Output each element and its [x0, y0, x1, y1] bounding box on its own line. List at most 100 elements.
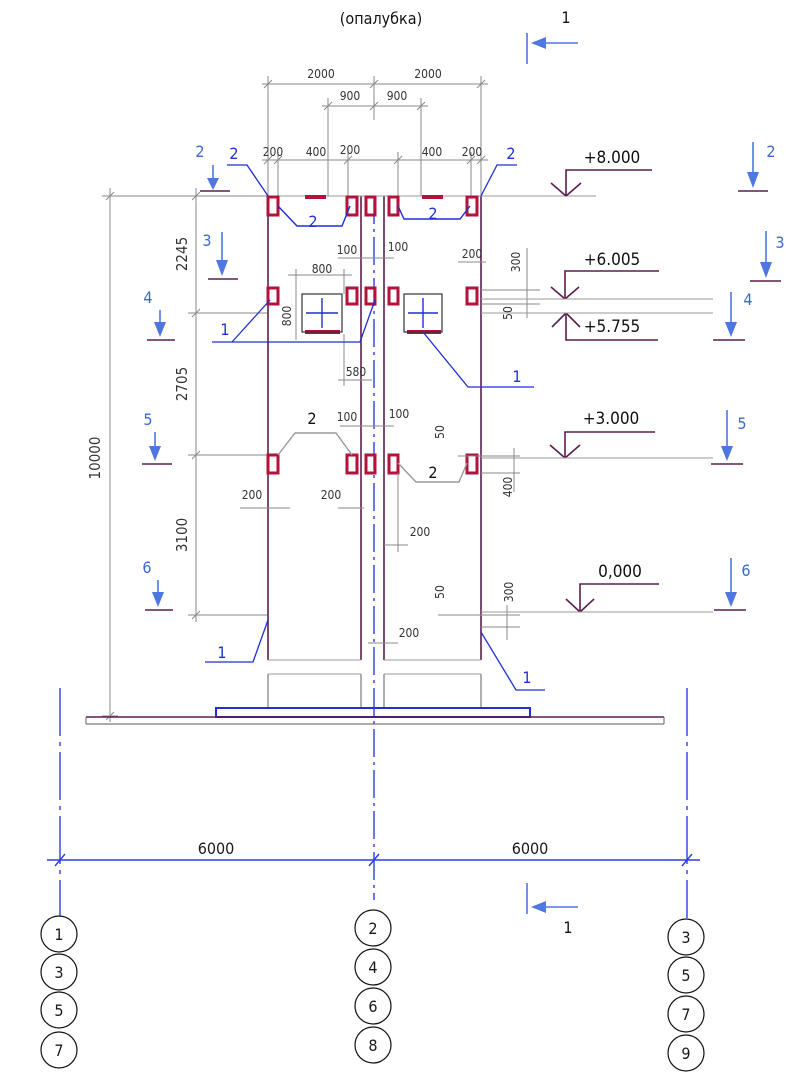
wall-structure: [85, 195, 665, 725]
axis-left-7: 7: [54, 1041, 63, 1060]
section-cut-right-5-label: 5: [737, 414, 746, 433]
dim-100-b: 100: [388, 240, 409, 254]
elevation-8000: +8.000: [550, 148, 652, 197]
axis-center-4: 4: [368, 958, 377, 977]
dim-top-left-2000: 2000: [307, 67, 335, 81]
dim-top-right-900: 900: [387, 89, 408, 103]
section-cut-right-2: 2: [738, 142, 776, 192]
dim-800-vertical: 800: [280, 306, 294, 327]
elevation-5755-label: +5.755: [584, 317, 641, 337]
section-cut-left-2-label: 2: [195, 142, 204, 161]
dim-bottom-right-6000: 6000: [512, 839, 549, 858]
dim-left-10000: 10000: [86, 437, 104, 480]
elevation-6005-label: +6.005: [584, 250, 641, 270]
elevation-markers: +8.000 +6.005 +5.755 +3.000 0,0: [481, 148, 713, 613]
elevation-3000: +3.000: [481, 409, 713, 459]
left-dimensions: 10000 2245 2705 3100: [86, 188, 268, 722]
dim-top-col-400-b: 400: [422, 145, 443, 159]
section-cut-right-2-label: 2: [766, 142, 775, 161]
axis-left-5: 5: [54, 1001, 63, 1020]
section-cuts-left: 2 3 4 5 6: [142, 142, 238, 611]
bottom-dimensions: 6000 6000: [47, 839, 700, 867]
mark-1-bottom-right: 1: [522, 668, 531, 687]
section-cut-right-6-label: 6: [741, 561, 750, 580]
axis-right-7: 7: [681, 1005, 690, 1024]
section-cut-left-3-label: 3: [202, 231, 211, 250]
section-cut-left-6-label: 6: [142, 558, 151, 577]
small-dimensions: 800 800 100 100 200 300 50 580 100 100 5…: [240, 240, 540, 644]
mark-labels: 2 2 2 2 1 1 2 2 1 1: [205, 144, 545, 691]
mark-1-left-upper: 1: [220, 320, 229, 339]
section-cut-right-5: 5: [711, 410, 747, 465]
axis-center-2: 2: [368, 919, 377, 938]
axis-right-5: 5: [681, 966, 690, 985]
mark-1-bottom-left: 1: [217, 643, 226, 662]
section-cut-right-3: 3: [750, 231, 785, 282]
dim-200-lower-b: 200: [321, 488, 342, 502]
dim-300-upper: 300: [509, 252, 523, 273]
axis-bubbles-left: 1 3 5 7: [40, 915, 78, 1069]
dim-top-right-2000: 2000: [414, 67, 442, 81]
section-mark-top: 1: [526, 8, 578, 64]
mark-2-top-far-left: 2: [229, 144, 238, 163]
axis-right-3: 3: [681, 928, 690, 947]
section-cut-right-3-label: 3: [775, 233, 784, 252]
section-mark-top-label: 1: [561, 8, 570, 27]
dim-200-upper-right: 200: [462, 247, 483, 261]
dim-50-lower: 50: [433, 585, 447, 599]
dim-top-col-400-a: 400: [306, 145, 327, 159]
dim-100-a: 100: [337, 243, 358, 257]
elevation-5755: +5.755: [481, 312, 713, 341]
dim-bottom-left-6000: 6000: [198, 839, 235, 858]
section-cut-left-4: 4: [143, 288, 175, 341]
section-cut-right-6: 6: [714, 558, 751, 611]
dim-top-col-200-a: 200: [263, 145, 284, 159]
axis-right-9: 9: [681, 1044, 690, 1063]
dim-200-lower-c: 200: [410, 525, 431, 539]
dim-top-col-200-c: 200: [462, 145, 483, 159]
drawing-title: (опалубка): [340, 9, 422, 28]
mark-2-top-right: 2: [428, 204, 437, 223]
dim-left-2705: 2705: [173, 367, 191, 401]
top-dimensions: 2000 2000 900 900 200 400 200 400 200: [262, 67, 488, 196]
bracket-shapes: [277, 205, 471, 483]
section-cut-left-5-label: 5: [143, 410, 152, 429]
axis-bubbles-center: 2 4 6 8: [354, 909, 392, 1064]
dim-left-3100: 3100: [173, 518, 191, 552]
section-cut-left-6: 6: [142, 558, 173, 611]
embedded-parts: [266, 195, 479, 475]
dim-800: 800: [312, 262, 333, 276]
section-cut-left-5: 5: [142, 410, 172, 465]
elevation-8000-label: +8.000: [584, 148, 641, 168]
dim-300-lower: 300: [502, 582, 516, 603]
section-cut-left-3: 3: [202, 231, 238, 280]
axis-center-8: 8: [368, 1036, 377, 1055]
mark-1-right-upper: 1: [512, 367, 521, 386]
dim-top-col-200-b: 200: [340, 143, 361, 157]
section-mark-bottom-label: 1: [563, 918, 572, 937]
axis-bubbles-right: 3 5 7 9: [667, 918, 705, 1072]
dim-400-middle: 400: [501, 477, 515, 498]
axis-left-3: 3: [54, 963, 63, 982]
axis-center-6: 6: [368, 997, 377, 1016]
dim-50-middle: 50: [433, 425, 447, 439]
axis-left-1: 1: [54, 925, 63, 944]
dim-200-bottom: 200: [399, 626, 420, 640]
dim-left-2245: 2245: [173, 237, 191, 271]
dim-100-d: 100: [389, 407, 410, 421]
section-cut-right-4: 4: [713, 290, 753, 341]
section-cut-right-4-label: 4: [743, 290, 752, 309]
dim-top-left-900: 900: [340, 89, 361, 103]
elevation-0000-label: 0,000: [598, 562, 642, 582]
dim-200-lower-a: 200: [242, 488, 263, 502]
dim-580: 580: [346, 365, 367, 379]
grid-axis-lines: [59, 688, 688, 918]
mark-2-middle-left: 2: [307, 409, 316, 428]
section-cut-left-4-label: 4: [143, 288, 152, 307]
mark-2-top-left: 2: [308, 212, 317, 231]
section-mark-bottom: 1: [526, 883, 578, 937]
mark-2-middle-right: 2: [428, 463, 437, 482]
elevation-6005: +6.005: [481, 250, 713, 300]
elevation-0000: 0,000: [481, 562, 713, 613]
